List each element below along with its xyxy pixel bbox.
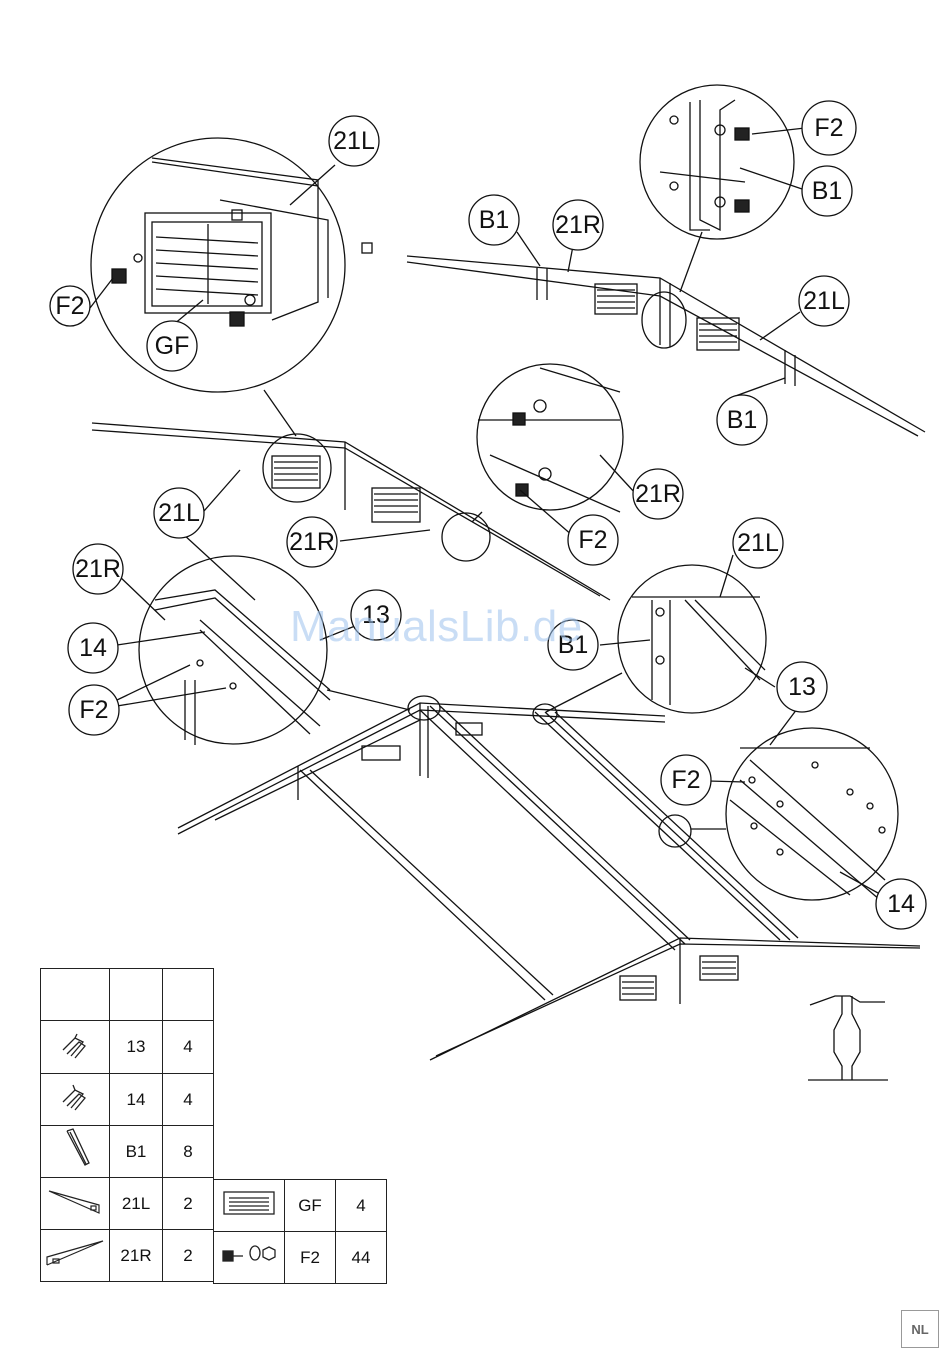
callout-14-right: 14 <box>887 890 915 918</box>
part-qty: 2 <box>163 1230 214 1282</box>
parts-table: 13 4 14 4 B1 8 21L 2 21R 2 <box>40 968 214 1282</box>
header-cell-empty <box>110 969 163 1021</box>
table-row: GF 4 <box>214 1180 387 1232</box>
callout-21R-top: 21R <box>555 211 601 239</box>
gable-21r-icon <box>41 1230 110 1282</box>
bolt-washer-nut-icon <box>214 1232 285 1284</box>
part-code: 21L <box>110 1178 163 1230</box>
part-qty: 44 <box>336 1232 387 1284</box>
callout-14-left: 14 <box>79 634 107 662</box>
callout-21L-top: 21L <box>333 127 375 155</box>
table-row: 13 4 <box>41 1021 214 1074</box>
part-qty: 8 <box>163 1126 214 1178</box>
callout-B1-top-right: B1 <box>812 177 843 205</box>
watermark: ManualsLib.de <box>290 602 583 652</box>
language-badge: NL <box>901 1310 939 1348</box>
callout-13-right: 13 <box>788 673 816 701</box>
gable-assembly-top-right <box>407 256 925 436</box>
bracket-b1-icon <box>41 1126 110 1178</box>
callout-F2-left: F2 <box>55 292 84 320</box>
part-qty: 2 <box>163 1178 214 1230</box>
part-qty: 4 <box>163 1021 214 1074</box>
callout-B1-top: B1 <box>479 206 510 234</box>
header-cell-empty <box>41 969 110 1021</box>
callout-21L-right: 21L <box>803 287 845 315</box>
callout-21R-left: 21R <box>75 555 121 583</box>
callout-21L-lower-right: 21L <box>737 529 779 557</box>
table-row: 14 4 <box>41 1074 214 1126</box>
part-code: GF <box>285 1180 336 1232</box>
detail-circle-bracket <box>640 85 794 292</box>
callout-F2-lower-right: F2 <box>671 766 700 794</box>
table-row: B1 8 <box>41 1126 214 1178</box>
callout-F2-mid: F2 <box>578 526 607 554</box>
callout-B1-right: B1 <box>727 406 758 434</box>
table-row: 21L 2 <box>41 1178 214 1230</box>
vent-grille-icon <box>214 1180 285 1232</box>
callout-21R-lower: 21R <box>289 528 335 556</box>
part-code: F2 <box>285 1232 336 1284</box>
header-cell-empty <box>163 969 214 1021</box>
part-code: 13 <box>110 1021 163 1074</box>
callout-F2-top-right: F2 <box>814 114 843 142</box>
callout-F2-lower-left: F2 <box>79 696 108 724</box>
profile-cross-section <box>808 996 888 1080</box>
callout-GF: GF <box>155 332 190 360</box>
table-row: F2 44 <box>214 1232 387 1284</box>
profile-14-icon <box>41 1074 110 1126</box>
roof-frame-assembly <box>178 696 920 1060</box>
parts-table-extra: GF 4 F2 44 <box>213 1179 387 1284</box>
detail-circle-14-bolts <box>659 728 898 900</box>
callout-21R-mid: 21R <box>635 480 681 508</box>
detail-circle-f2-bolts <box>472 364 623 522</box>
table-row: 21R 2 <box>41 1230 214 1282</box>
part-code: 14 <box>110 1074 163 1126</box>
part-code: 21R <box>110 1230 163 1282</box>
detail-circle-vent <box>91 138 372 436</box>
gable-21l-icon <box>41 1178 110 1230</box>
part-code: B1 <box>110 1126 163 1178</box>
callout-21L-mid: 21L <box>158 499 200 527</box>
profile-13-icon <box>41 1021 110 1074</box>
part-qty: 4 <box>163 1074 214 1126</box>
part-qty: 4 <box>336 1180 387 1232</box>
